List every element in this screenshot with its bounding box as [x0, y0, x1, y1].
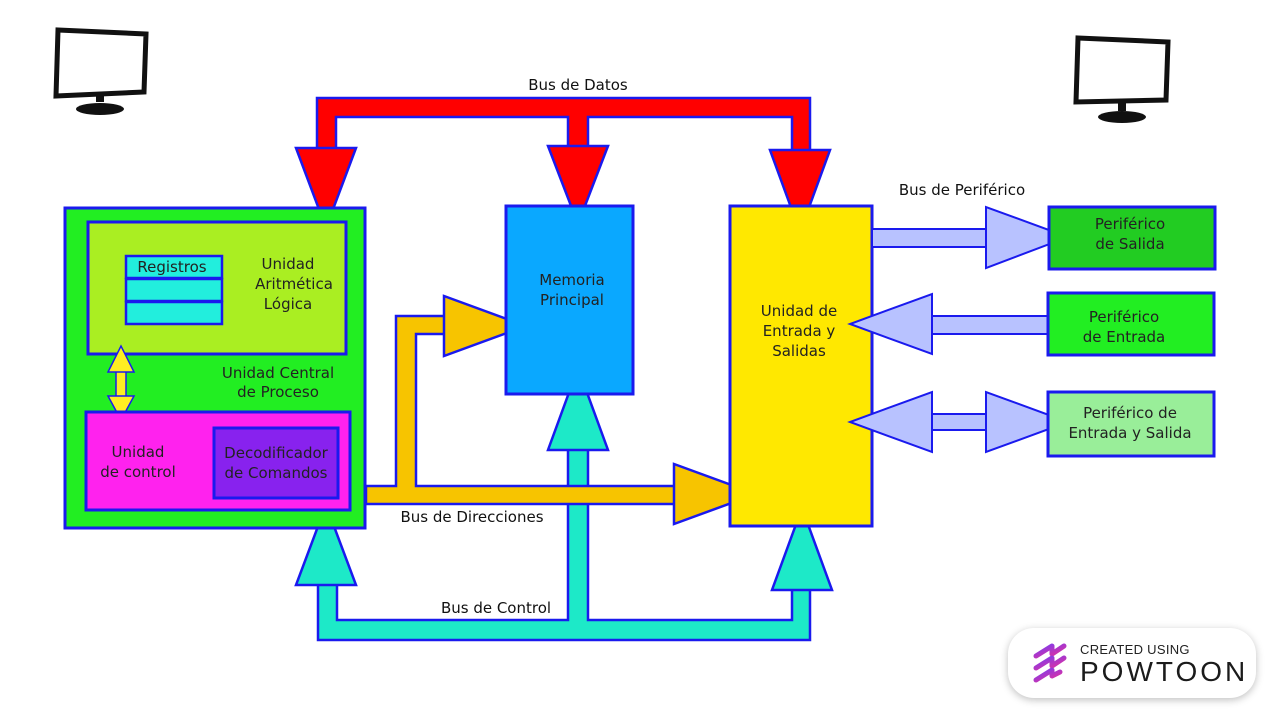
data-bus-arrow-cpu	[294, 146, 358, 232]
peripheral-output-label-1: Periférico	[1095, 215, 1165, 233]
io-label-1: Unidad de	[761, 302, 837, 320]
monitor-icon-left	[53, 27, 149, 115]
bus-direcciones-label: Bus de Direcciones	[400, 508, 543, 526]
monitor-icon-right	[1073, 35, 1171, 123]
peripheral-arrow-input	[847, 292, 933, 356]
peripheral-input-label-1: Periférico	[1089, 308, 1159, 326]
peripheral-io-box	[1046, 390, 1216, 458]
registers-row-3	[124, 300, 224, 326]
peripheral-arrow-io-right	[985, 390, 1071, 454]
decoder-box	[212, 426, 340, 500]
peripheral-arrow-output	[985, 205, 1071, 270]
peripheral-bus	[847, 205, 1071, 454]
data-bus-arrow-io	[768, 148, 832, 236]
peripheral-io-label-1: Periférico de	[1083, 404, 1177, 422]
control-bus-arrow-io	[770, 504, 834, 592]
peripheral-arrow-io-left	[847, 390, 933, 454]
badge-created-using: CREATED USING	[1080, 642, 1190, 657]
memory-label-2: Principal	[540, 291, 604, 309]
bus-control-label: Bus de Control	[441, 599, 551, 617]
peripheral-input-box	[1046, 291, 1216, 357]
alu-label-3: Lógica	[264, 295, 312, 313]
io-unit-box	[728, 204, 874, 528]
address-bus-arrow-memory	[442, 294, 530, 358]
alu-label-1: Unidad	[262, 255, 315, 273]
address-bus-arrow-io	[672, 462, 760, 526]
peripheral-io-label-2: Entrada y Salida	[1068, 424, 1191, 442]
memory-label-1: Memoria	[539, 271, 605, 289]
powtoon-badge[interactable]: CREATED USING POWTOON	[1008, 628, 1256, 698]
badge-brand-name: POWTOON	[1080, 656, 1249, 687]
control-bus-arrow-memory	[546, 364, 610, 452]
memory-box	[504, 204, 635, 396]
alu-label-2: Aritmética	[255, 275, 333, 293]
decoder-label-1: Decodificador	[224, 444, 328, 462]
cpu-block	[63, 206, 367, 530]
data-bus-arrow-memory	[546, 144, 610, 228]
bus-periferico-label: Bus de Periférico	[899, 181, 1025, 199]
ucp-label-2: de Proceso	[237, 383, 319, 401]
io-label-2: Entrada y	[763, 322, 836, 340]
control-bus	[294, 364, 834, 642]
peripheral-output-label-2: de Salida	[1095, 235, 1164, 253]
peripheral-output-box	[1047, 205, 1217, 271]
control-unit-label-2: de control	[100, 463, 176, 481]
registers-label: Registros	[137, 258, 206, 276]
peripheral-input-label-2: de Entrada	[1083, 328, 1165, 346]
ucp-label-1: Unidad Central	[222, 364, 334, 382]
io-label-3: Salidas	[772, 342, 826, 360]
bus-datos-label: Bus de Datos	[528, 76, 628, 94]
registers-row-2	[124, 277, 224, 303]
data-bus	[294, 96, 832, 236]
address-bus	[364, 294, 760, 526]
alu-control-link	[106, 344, 136, 422]
decoder-label-2: de Comandos	[225, 464, 328, 482]
control-unit-label-1: Unidad	[112, 443, 165, 461]
control-bus-arrow-cpu	[294, 501, 358, 587]
powtoon-logo-icon	[1033, 643, 1067, 683]
